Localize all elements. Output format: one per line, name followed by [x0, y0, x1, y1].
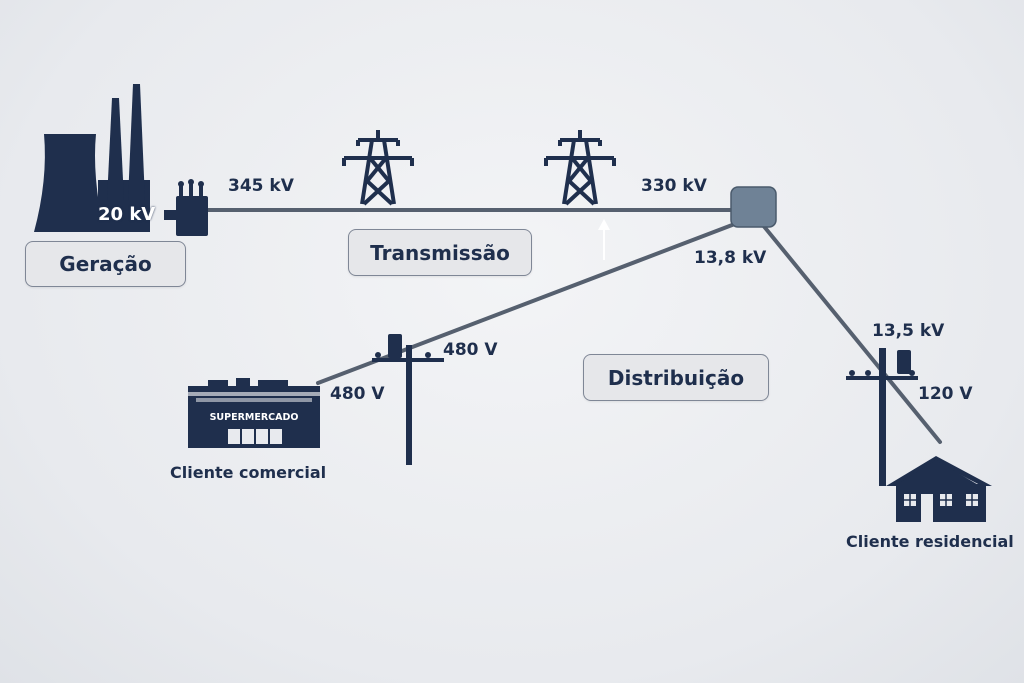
utility-pole-icon	[846, 348, 918, 486]
residential-service-voltage-label: 120 V	[918, 384, 973, 404]
generator-voltage-label: 20 kV	[98, 204, 156, 225]
transmission-tower-icon	[544, 130, 616, 206]
transformer-icon	[164, 179, 208, 236]
step-up-voltage-label: 345 kV	[228, 176, 294, 196]
up-arrow-icon	[598, 219, 610, 260]
power-plant-icon	[34, 84, 150, 232]
house-icon	[886, 456, 992, 522]
distribution-stage-label: Distribuição	[583, 354, 769, 401]
generation-stage-label: Geração	[25, 241, 186, 287]
residential-feeder-line	[760, 222, 942, 444]
transmission-tower-icon	[342, 130, 414, 206]
residential-customer-label: Cliente residencial	[846, 532, 1014, 551]
substation-voltage-label: 330 kV	[641, 176, 707, 196]
residential-pole-voltage-label: 13,5 kV	[872, 321, 945, 341]
substation-icon	[730, 186, 777, 228]
commercial-customer-label: Cliente comercial	[170, 463, 327, 482]
commercial-pole-voltage-label: 480 V	[443, 340, 498, 360]
feeder-voltage-label: 13,8 kV	[694, 248, 767, 268]
utility-pole-icon	[372, 334, 444, 465]
store-sign: SUPERMERCADO	[210, 412, 299, 423]
supermarket-icon	[188, 378, 320, 448]
commercial-service-voltage-label: 480 V	[330, 384, 385, 404]
transmission-stage-label: Transmissão	[348, 229, 532, 276]
